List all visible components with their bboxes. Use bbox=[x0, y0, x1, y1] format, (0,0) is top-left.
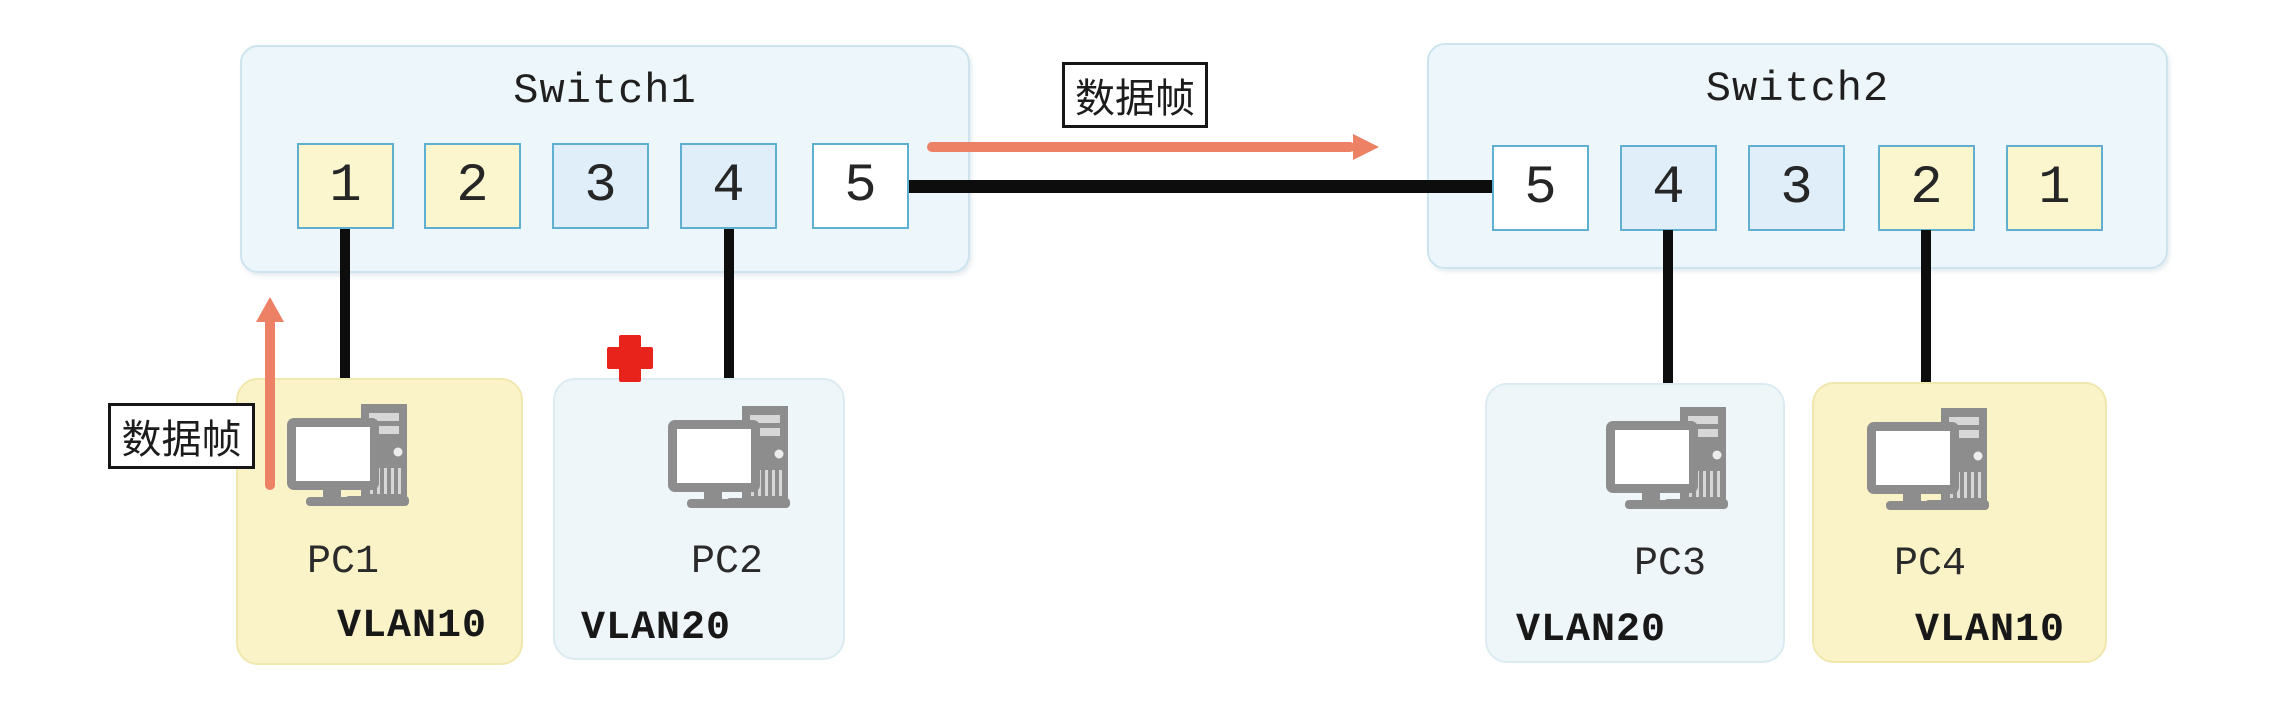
switch1-port-1: 1 bbox=[297, 143, 394, 229]
switch1-port-2: 2 bbox=[424, 143, 521, 229]
pc2-computer-icon bbox=[668, 406, 798, 510]
pc4-vlan-label: VLAN10 bbox=[1914, 608, 2065, 653]
switch2-port-1: 1 bbox=[2006, 145, 2103, 231]
switch1-port-4: 4 bbox=[680, 143, 777, 229]
pc1-computer-icon bbox=[287, 404, 417, 508]
pc1-vlan-label: VLAN10 bbox=[336, 604, 487, 649]
cable-switch1-port1-pc1 bbox=[340, 229, 350, 435]
switch1-port-3: 3 bbox=[552, 143, 649, 229]
pc4-box: PC4 VLAN10 bbox=[1812, 382, 2107, 663]
pc2-box: PC2 VLAN20 bbox=[553, 378, 845, 660]
pc1-box: PC1 VLAN10 bbox=[236, 378, 523, 665]
blocked-cross-icon bbox=[607, 335, 653, 382]
data-frame-arrow-right bbox=[927, 142, 1355, 152]
switch1-box: Switch1 1 2 3 4 5 bbox=[240, 45, 970, 273]
data-frame-arrow-up-head bbox=[256, 297, 284, 322]
data-frame-label-trunk-text: 数据帧 bbox=[1075, 77, 1195, 121]
switch2-port-5: 5 bbox=[1492, 145, 1589, 231]
pc3-name: PC3 bbox=[1633, 542, 1707, 587]
data-frame-label-pc1: 数据帧 bbox=[108, 403, 255, 469]
cable-switch1-port4-pc2 bbox=[724, 229, 734, 435]
pc4-name: PC4 bbox=[1893, 542, 1967, 587]
data-frame-label-trunk: 数据帧 bbox=[1062, 62, 1208, 128]
cable-switch2-port4-pc3 bbox=[1663, 230, 1673, 438]
switch2-box: Switch2 5 4 3 2 1 bbox=[1427, 43, 2168, 269]
pc3-vlan-label: VLAN20 bbox=[1516, 608, 1667, 653]
data-frame-label-pc1-text: 数据帧 bbox=[121, 418, 242, 462]
blocked-cross-horizontal-bar bbox=[607, 347, 653, 369]
trunk-link-line bbox=[909, 180, 1492, 193]
data-frame-arrow-right-head bbox=[1353, 134, 1379, 160]
cable-switch2-port2-pc4 bbox=[1921, 230, 1931, 438]
switch2-port-3: 3 bbox=[1748, 145, 1845, 231]
switch2-title: Switch2 bbox=[1705, 65, 1890, 113]
pc1-name: PC1 bbox=[306, 540, 380, 585]
pc3-computer-icon bbox=[1606, 407, 1736, 511]
switch2-port-4: 4 bbox=[1620, 145, 1717, 231]
pc2-name: PC2 bbox=[690, 540, 764, 585]
pc3-box: PC3 VLAN20 bbox=[1485, 383, 1785, 663]
pc4-computer-icon bbox=[1867, 408, 1997, 512]
data-frame-arrow-up bbox=[265, 318, 275, 490]
pc2-vlan-label: VLAN20 bbox=[581, 606, 732, 651]
switch2-port-2: 2 bbox=[1878, 145, 1975, 231]
switch1-port-5: 5 bbox=[812, 143, 909, 229]
switch1-title: Switch1 bbox=[513, 67, 697, 115]
